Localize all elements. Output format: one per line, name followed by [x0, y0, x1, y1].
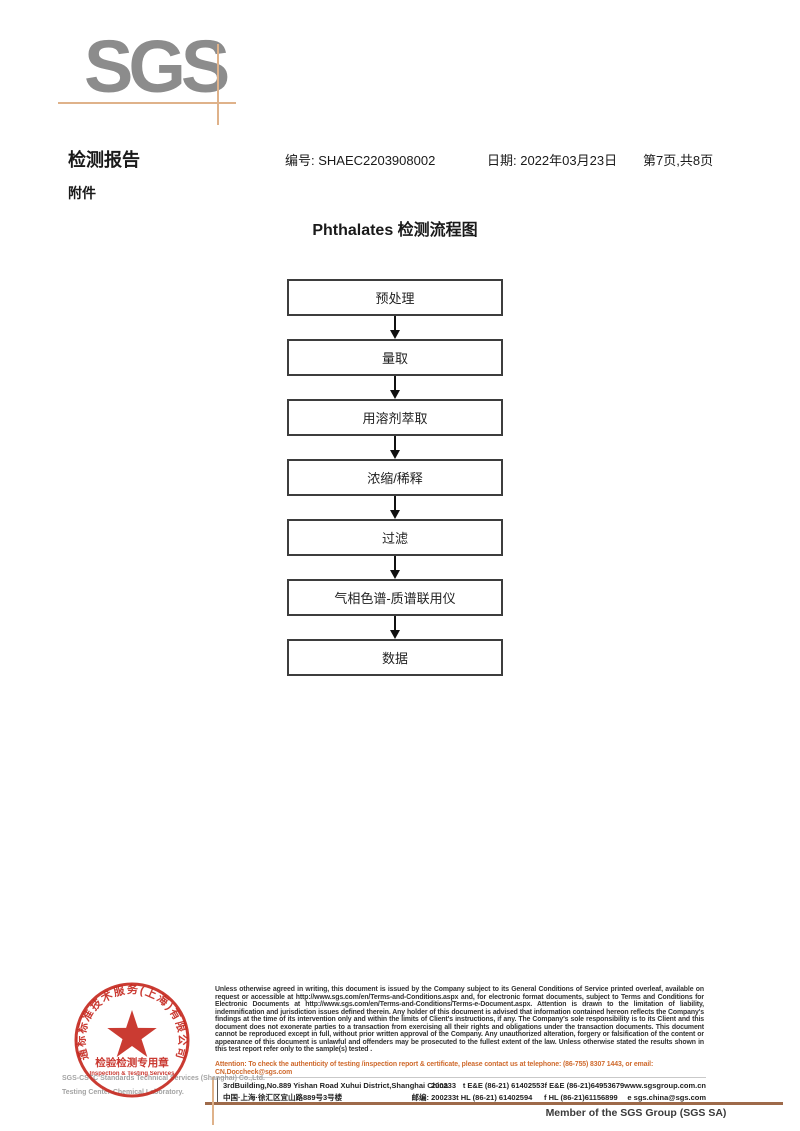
- telephone-en: t E&E (86-21) 61402553: [462, 1081, 545, 1090]
- flow-arrow-down-icon: [287, 436, 503, 459]
- seal-center-text: 检验检测专用章: [95, 1056, 169, 1069]
- website: www.sgsgroup.com.cn: [624, 1081, 706, 1090]
- attachment-label: 附件: [68, 185, 96, 201]
- sgs-member-text: Member of the SGS Group (SGS SA): [545, 1107, 727, 1119]
- flow-arrow-down-icon: [287, 556, 503, 579]
- lab-name-gray: Testing Center-Chemical Laboratory.: [62, 1089, 184, 1096]
- company-seal-icon: 通标标准技术服务(上海)有限公司 检验检测专用章 Inspection & Te…: [74, 982, 190, 1098]
- company-name-gray: SGS-CSTC Standards Technical Services (S…: [62, 1075, 265, 1082]
- address-row-cn: 中国·上海·徐汇区宜山路889号3号楼 邮编: 200233 t HL (86-…: [223, 1092, 706, 1104]
- star-icon: [107, 1010, 157, 1057]
- flow-step-pretreatment: 预处理: [287, 279, 503, 316]
- flow-arrow-down-icon: [287, 316, 503, 339]
- fax-cn: f HL (86-21)61156899: [544, 1092, 618, 1102]
- postal-code-cn: 邮编: 200233: [411, 1092, 457, 1102]
- flow-arrow-down-icon: [287, 496, 503, 519]
- seal-english-text: Inspection & Testing Services: [90, 1071, 176, 1077]
- sgs-logo: SGS: [84, 25, 230, 108]
- footer-crosshair-vertical: [212, 1077, 214, 1125]
- logo-crosshair-vertical: [217, 44, 219, 125]
- fax-en: f E&E (86-21)64953679: [544, 1081, 625, 1090]
- page-indicator: 第7页,共8页: [643, 153, 714, 168]
- report-number: 编号: SHAEC2203908002: [285, 153, 436, 168]
- flow-step-concentrate-dilute: 浓缩/稀释: [287, 459, 503, 496]
- logo-crosshair-horizontal: [58, 102, 236, 104]
- postal-code-en: 200233: [431, 1081, 457, 1090]
- legal-disclaimer: Unless otherwise agreed in writing, this…: [215, 986, 704, 1053]
- footer-divider-line: [205, 1102, 783, 1105]
- flowchart: 预处理 量取 用溶剂萃取 浓缩/稀释 过滤 气相色谱-质谱联用仪 数据: [287, 279, 503, 676]
- flow-step-measure: 量取: [287, 339, 503, 376]
- address-en: 3rdBuilding,No.889 Yishan Road Xuhui Dis…: [223, 1081, 449, 1090]
- address-row-en: 3rdBuilding,No.889 Yishan Road Xuhui Dis…: [223, 1080, 706, 1092]
- flow-step-filter: 过滤: [287, 519, 503, 556]
- address-block: 3rdBuilding,No.889 Yishan Road Xuhui Dis…: [217, 1077, 706, 1103]
- telephone-cn: t HL (86-21) 61402594: [456, 1092, 533, 1102]
- flow-step-data: 数据: [287, 639, 503, 676]
- flow-arrow-down-icon: [287, 376, 503, 399]
- flow-arrow-down-icon: [287, 616, 503, 639]
- attention-notice: Attention: To check the authenticity of …: [215, 1061, 654, 1076]
- flow-step-solvent-extraction: 用溶剂萃取: [287, 399, 503, 436]
- email: e sgs.china@sgs.com: [627, 1092, 706, 1102]
- flow-step-gcms: 气相色谱-质谱联用仪: [287, 579, 503, 616]
- report-date: 日期: 2022年03月23日: [487, 153, 618, 168]
- address-cn: 中国·上海·徐汇区宜山路889号3号楼: [223, 1092, 343, 1102]
- report-title: 检测报告: [68, 150, 140, 170]
- flowchart-title: Phthalates 检测流程图: [312, 222, 478, 239]
